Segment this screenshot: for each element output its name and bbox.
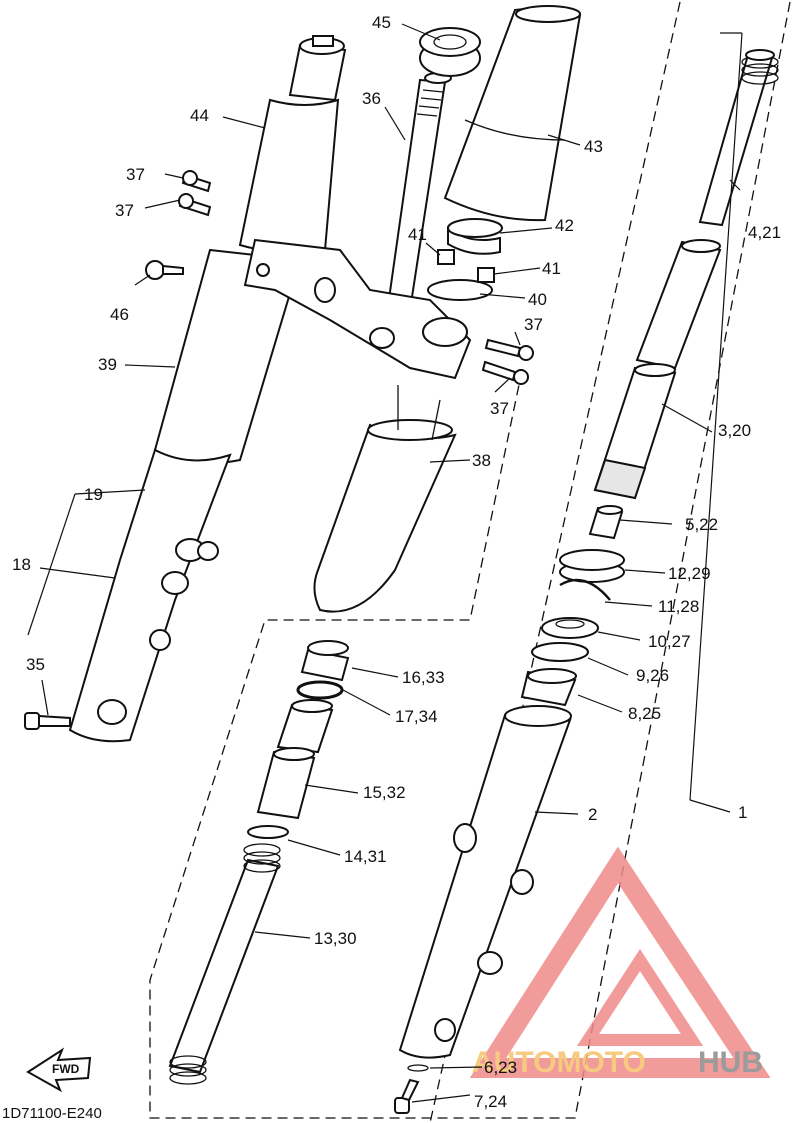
spring-seat <box>247 825 289 839</box>
callout-1: 1 <box>738 803 747 822</box>
callout-15-32: 15,32 <box>363 783 406 802</box>
callout-9-26: 9,26 <box>636 666 669 685</box>
callout-39: 39 <box>98 355 117 374</box>
callout-38: 38 <box>472 451 491 470</box>
watermark-logo: AUTOMOTO HUB <box>469 846 771 1079</box>
callout-5-22: 5,22 <box>685 515 718 534</box>
callout-7-24: 7,24 <box>474 1092 507 1111</box>
callout-35: 35 <box>26 655 45 674</box>
callout-43: 43 <box>584 137 603 156</box>
callout-8-25: 8,25 <box>628 704 661 723</box>
bottom-washer <box>407 1064 429 1072</box>
washer-seal <box>531 642 589 662</box>
right-fork-parts <box>394 49 779 1114</box>
under-bracket <box>243 238 472 380</box>
assembly-boundaries <box>149 1 791 1123</box>
under-bracket-assembly <box>243 72 534 385</box>
callout-45: 45 <box>372 13 391 32</box>
callout-17-34: 17,34 <box>395 707 438 726</box>
left-fork-assembly <box>24 35 347 743</box>
callout-labels: 45 36 44 43 37 37 42 41 4,21 41 40 46 37… <box>2 13 781 1122</box>
drawing-code: 1D71100-E240 <box>2 1105 102 1122</box>
callout-41-b: 41 <box>542 259 561 278</box>
washer <box>427 279 493 301</box>
fwd-arrow-icon: FWD <box>26 1047 92 1093</box>
callout-18: 18 <box>12 555 31 574</box>
callout-2: 2 <box>588 805 597 824</box>
rebound-spring <box>635 240 722 370</box>
damper-rod <box>698 49 779 227</box>
callout-37-right-a: 37 <box>524 315 543 334</box>
bracket-bolt <box>145 260 184 280</box>
watermark-suffix: HUB <box>698 1046 763 1079</box>
outer-tube <box>238 98 340 255</box>
callout-10-27: 10,27 <box>648 632 691 651</box>
upper-bolts <box>178 170 212 217</box>
callout-19: 19 <box>84 485 103 504</box>
dust-seal <box>541 617 599 639</box>
callout-11-28: 11,28 <box>658 597 699 616</box>
fork-spring <box>168 843 281 1085</box>
callout-4-21: 4,21 <box>748 223 781 242</box>
ring-nut <box>419 27 481 77</box>
callout-46: 46 <box>110 305 129 324</box>
callout-44: 44 <box>190 106 209 125</box>
callout-41-a: 41 <box>408 225 427 244</box>
steering-stem <box>386 78 447 312</box>
inner-parts <box>168 640 350 1085</box>
outer-slider <box>398 705 572 1059</box>
callout-37-right-b: 37 <box>490 399 509 418</box>
oil-seal <box>559 549 625 583</box>
clip <box>559 578 611 601</box>
o-ring <box>296 680 344 700</box>
axle-pinch-bolt <box>24 712 71 730</box>
callout-3-20: 3,20 <box>718 421 751 440</box>
leader-lines <box>27 23 743 1103</box>
fwd-label: FWD <box>52 1062 80 1076</box>
callout-12-29: 12,29 <box>668 564 711 583</box>
callout-40: 40 <box>528 290 547 309</box>
callout-37-upper-b: 37 <box>115 201 134 220</box>
callout-42: 42 <box>555 216 574 235</box>
upper-parts <box>419 5 582 301</box>
watermark-prefix: AUTOMOTO <box>472 1046 646 1079</box>
callout-37-upper-a: 37 <box>126 165 145 184</box>
callout-14-31: 14,31 <box>344 847 387 866</box>
callout-6-23: 6,23 <box>484 1058 517 1077</box>
collar <box>447 218 503 255</box>
drain-bolt <box>394 1078 420 1114</box>
cap-bolt <box>300 640 350 682</box>
callout-36: 36 <box>362 89 381 108</box>
callout-13-30: 13,30 <box>314 929 357 948</box>
callout-16-33: 16,33 <box>402 668 445 687</box>
fork-bottom-case <box>68 448 232 743</box>
bottom-cover <box>313 385 457 613</box>
